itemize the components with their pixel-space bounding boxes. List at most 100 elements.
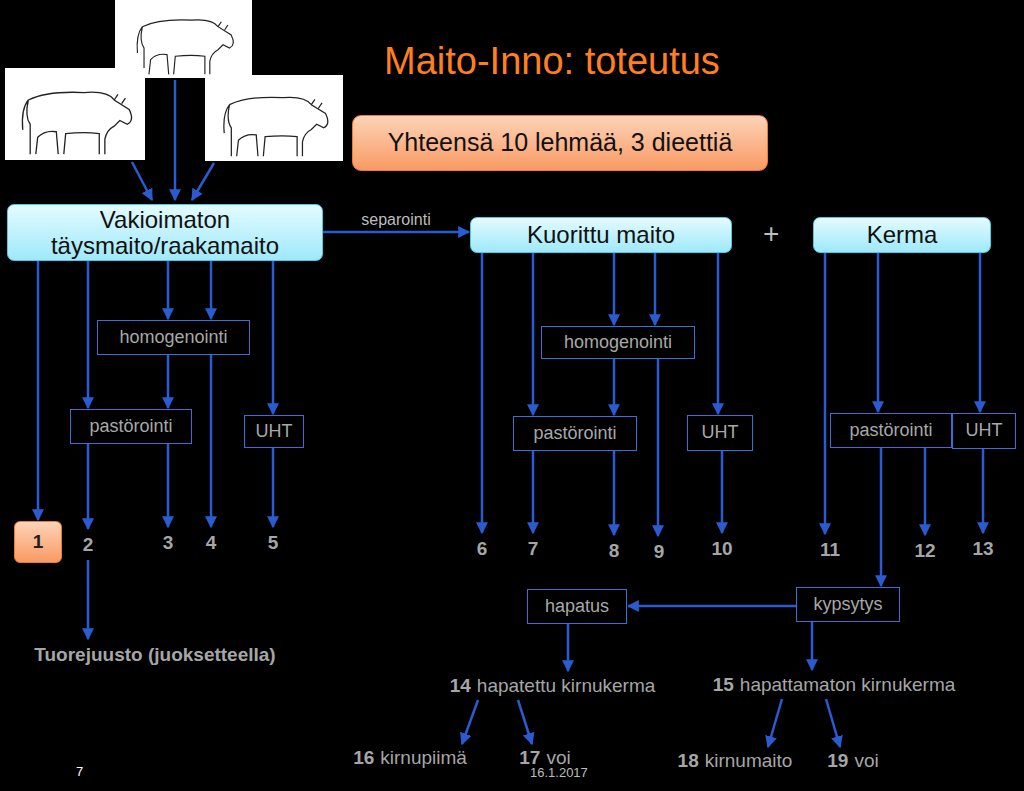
node-text: 12 [914,541,935,562]
cow-picture [205,75,343,161]
cow-picture [5,68,145,160]
node-text: 5 [268,533,279,554]
flow-arrow [87,261,90,408]
flow-arrow [982,449,985,533]
flow-arrow [272,448,275,527]
node-text: 16 [353,748,374,769]
product-label: 18kirnumaito [664,748,806,774]
node-text: 2 [83,535,94,556]
node-text: 13 [972,539,993,560]
callout-number: 11 [810,535,850,565]
flow-arrow [613,451,616,535]
process-box: pastörointi [830,413,952,448]
flow-arrow [654,253,657,325]
node-text: 6 [477,539,488,560]
node-text: UHT [966,421,1003,441]
node-text: 14 [450,676,471,697]
node-text: 7 [528,539,539,560]
callout-number: 10 [702,534,742,564]
callout-number: 1 [14,521,62,563]
flow-arrow [826,699,840,747]
node-text: 8 [609,541,620,562]
flow-arrow [37,261,40,520]
flow-arrow [824,253,827,534]
flow-arrow [567,624,570,671]
node-text: Kuorittu maito [527,222,675,248]
flow-arrow [462,700,478,744]
flow-arrow [167,355,170,408]
process-box: UHT [244,415,304,448]
cow-picture [115,0,252,78]
page-number: 7 [76,764,83,779]
flow-arrow [768,699,782,747]
process-box: homogenointi [541,326,695,359]
node-text: UHT [256,422,293,442]
flow-arrow [532,451,535,533]
flow-arrow [924,448,927,535]
node-text: kypsytys [813,595,882,615]
node-subtext: voi [854,751,878,772]
node-text: homogenointi [564,333,672,353]
node-text: 9 [654,542,665,563]
callout-number: 13 [963,534,1003,564]
callout-number: 8 [594,536,634,566]
node-subtext: kirnumaito [705,751,793,772]
callout-number: 3 [148,528,188,558]
flow-arrow [87,560,90,639]
slide-title: Maito-Inno: toteutus [384,40,720,83]
flow-arrow [323,231,469,234]
node-text: pastörointi [849,421,932,441]
flow-arrow [721,451,724,533]
callout-number: 6 [462,534,502,564]
node-text: 3 [163,533,174,554]
product-label: Tuorejuusto (juoksetteella) [20,640,290,670]
node-subtext: hapattamaton kirnukerma [740,675,955,696]
flow-arrow [613,253,616,325]
node-text: UHT [702,423,739,443]
node-text: 11 [820,540,840,561]
product-label: 16 kirnupiimä [340,745,480,771]
flow-arrow [877,253,880,412]
node-text: 10 [711,539,732,560]
flow-arrow [272,261,275,414]
node-text: Tuorejuusto (juoksetteella) [34,645,275,666]
flow-arrow [717,253,720,414]
node-text: hapatus [545,597,609,617]
callout-number: 4 [191,528,231,558]
callout-number: 12 [905,536,945,566]
flow-arrow [481,253,484,533]
node-text: 15 [713,675,734,696]
note-box: Yhteensä 10 lehmää, 3 dieettiä [352,115,768,171]
node-subtext: kirnupiimä [380,748,467,769]
product-label: 15 hapattamaton kirnukerma [688,671,980,699]
flow-arrow [613,359,616,415]
node-subtext: hapatettu kirnukerma [477,676,656,697]
flow-arrow [210,355,213,527]
cow-arrows [132,80,214,200]
node-text: 19 [827,751,848,772]
process-box: UHT [952,413,1016,449]
callout-number: 9 [639,537,679,567]
flow-arrow [880,448,883,586]
process-box: homogenointi [97,320,250,355]
flow-arrow [87,444,90,529]
process-box: pastörointi [70,409,192,444]
node-text: 1 [33,532,44,553]
node-text: 4 [206,533,217,554]
milk-box: Kerma [813,217,991,253]
date-label: 16.1.2017 [530,765,588,780]
flow-arrow [532,253,535,415]
process-box: pastörointi [513,416,637,451]
product-label: 14 hapatettu kirnukerma [430,672,675,700]
flow-arrow [167,261,170,319]
callout-number: 2 [68,530,108,560]
flow-arrow [167,444,170,527]
process-box: kypsytys [796,587,900,622]
milk-box: Vakioimaton täysmaito/raakamaito [7,204,323,261]
milk-box: Kuorittu maito [470,217,732,253]
flow-arrow [979,253,982,412]
product-label: 19 voi [818,748,888,774]
process-box: UHT [687,415,753,451]
flow-arrow [811,622,814,670]
process-box: hapatus [527,589,627,624]
